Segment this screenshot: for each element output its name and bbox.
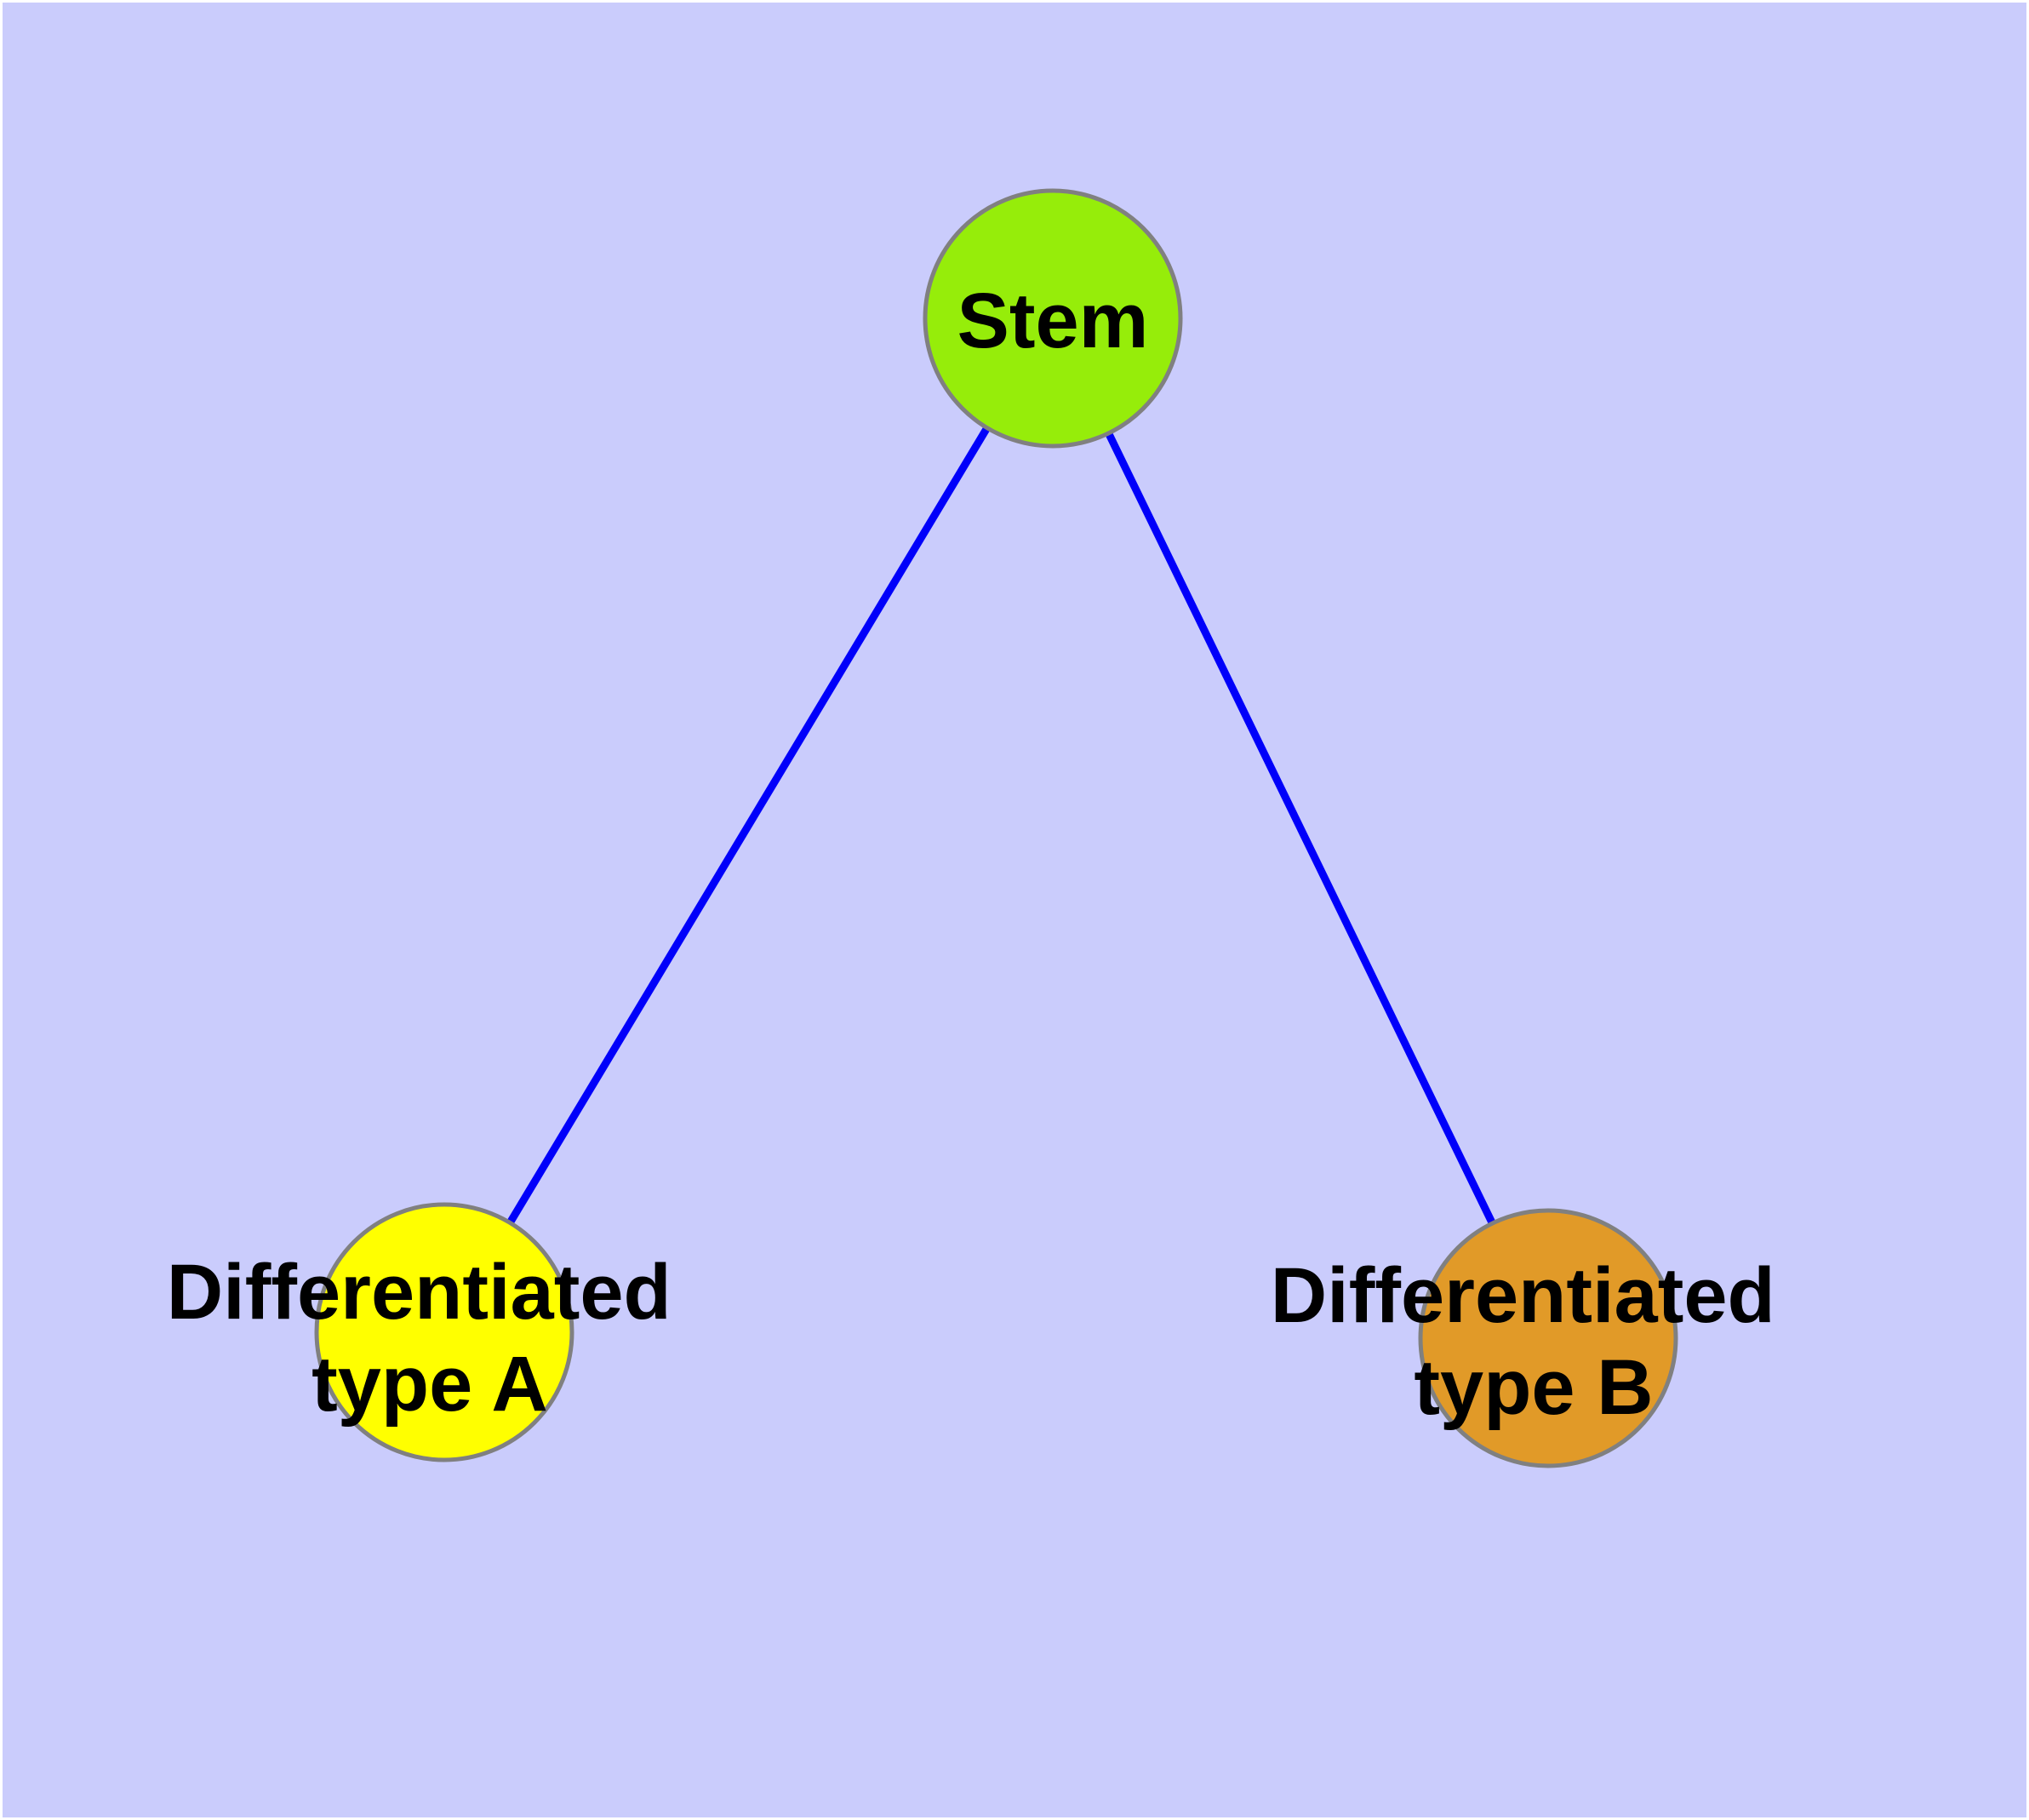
node-stem-circle: [923, 188, 1183, 449]
node-type-b-label-line1: Differentiated: [1271, 1252, 1775, 1339]
node-type-a-label: Differentiated type A: [167, 1249, 694, 1428]
node-type-b-circle: [1418, 1208, 1678, 1468]
node-type-a-label-line1: Differentiated: [167, 1249, 672, 1336]
edge-stem-to-type-a: [441, 316, 1056, 1335]
node-type-b-label-line2: type B: [1414, 1344, 1653, 1431]
edge-stem-to-type-b: [1049, 317, 1552, 1340]
node-type-b-label: Differentiated type B: [1271, 1252, 1798, 1431]
node-stem-label: Stem: [957, 278, 1149, 364]
node-type-a-label-line2: type A: [311, 1341, 548, 1428]
node-type-a-circle: [314, 1202, 574, 1462]
